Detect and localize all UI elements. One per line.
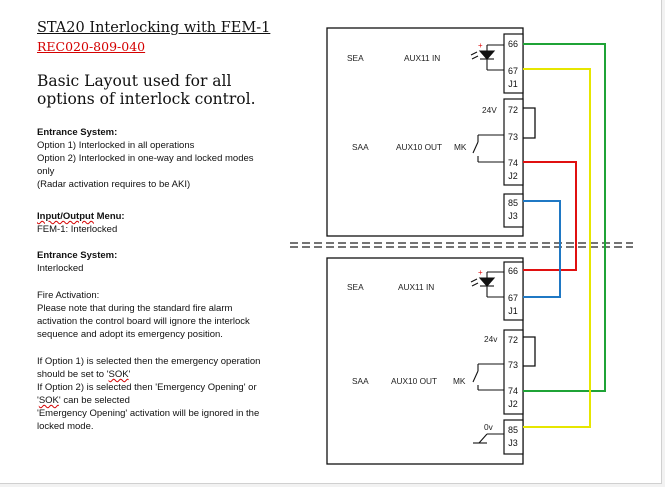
top-connector-j2	[503, 98, 524, 186]
bottom-connector-j1	[503, 261, 524, 321]
intro-text: Basic Layout used for all options of int…	[37, 72, 256, 108]
sok-post-2: ' can be selected	[58, 395, 130, 406]
top-saa-label: SAA	[352, 142, 369, 152]
option-1-emergency: If Option 1) is selected then the emerge…	[37, 356, 261, 367]
bottom-connector-j2	[503, 329, 524, 415]
sok-pre: should be set to '	[37, 369, 109, 380]
top-pin-67: 67	[508, 66, 518, 76]
top-j3-label: J3	[508, 211, 518, 221]
top-pin-74: 74	[508, 158, 518, 168]
radar-note: (Radar activation requires to be AKI)	[37, 179, 191, 190]
fire-line-2: activation the control board will ignore…	[37, 316, 250, 327]
bottom-link-72-73	[523, 336, 536, 367]
top-led-plus-icon: +	[478, 41, 483, 50]
sok-word-2: SOK	[38, 395, 59, 406]
wire-blue-85-67	[523, 200, 561, 298]
bottom-aux-in-label: AUX11 IN	[398, 282, 434, 292]
bottom-j3-label: J3	[508, 438, 518, 448]
page-title: STA20 Interlocking with FEM-1	[37, 20, 271, 36]
bottom-saa-label: SAA	[352, 376, 369, 386]
bottom-pin-74: 74	[508, 386, 518, 396]
top-j2-label: J2	[508, 171, 518, 181]
fire-heading: Fire Activation:	[37, 290, 100, 301]
sok-post: '	[128, 369, 131, 380]
top-link-72-73	[523, 107, 536, 139]
bottom-24v-label: 24v	[484, 334, 498, 344]
bottom-mk-switch-icon	[472, 363, 504, 391]
fem-setting: FEM-1: Interlocked	[37, 224, 118, 235]
wire-yellow-67-85	[523, 68, 591, 428]
io-menu-heading-word: Input/Output	[37, 211, 94, 222]
top-pin-66: 66	[508, 39, 518, 49]
bottom-aux-out-label: AUX10 OUT	[391, 376, 437, 386]
bottom-ground-switch-icon	[473, 433, 504, 444]
bottom-pin-73: 73	[508, 360, 518, 370]
bottom-pin-72: 72	[508, 335, 518, 345]
bottom-pin-85: 85	[508, 425, 518, 435]
option-1-emergency-cont: should be set to 'SOK'	[37, 368, 130, 381]
option-2-emergency: If Option 2) is selected then 'Emergency…	[37, 382, 257, 393]
emergency-opening-note-cont: locked mode.	[37, 421, 94, 432]
bottom-pin-66: 66	[508, 266, 518, 276]
bottom-0v-label: 0v	[484, 422, 494, 432]
document-reference: REC020-809-040	[37, 39, 146, 54]
top-pin-72: 72	[508, 105, 518, 115]
sok-pre-2: '	[37, 395, 39, 406]
top-sea-label: SEA	[347, 53, 364, 63]
top-aux-in-label: AUX11 IN	[404, 53, 440, 63]
fire-line-1: Please note that during the standard fir…	[37, 303, 233, 314]
interlocked-value: Interlocked	[37, 263, 84, 274]
bottom-led-input-icon	[470, 271, 504, 298]
option-1-text: Option 1) Interlocked in all operations	[37, 140, 195, 151]
bottom-sea-label: SEA	[347, 282, 364, 292]
top-connector-j3	[503, 193, 524, 228]
sok-word: SOK	[108, 369, 129, 380]
bottom-led-plus-icon: +	[478, 268, 483, 277]
wire-red-74-66	[523, 161, 577, 271]
entrance-heading-2: Entrance System:	[37, 250, 118, 261]
emergency-opening-note: 'Emergency Opening' activation will be i…	[37, 408, 260, 419]
io-menu-heading: Input/Output Menu:	[37, 210, 125, 223]
bottom-connector-j3	[503, 419, 524, 455]
top-pin-73: 73	[508, 132, 518, 142]
unit-separator	[290, 242, 633, 248]
top-pin-85: 85	[508, 198, 518, 208]
io-menu-heading-rest: Menu:	[93, 211, 125, 222]
top-mk-label: MK	[454, 142, 467, 152]
bottom-mk-label: MK	[453, 376, 466, 386]
top-connector-j1	[503, 33, 524, 94]
option-2-emergency-cont: 'SOK' can be selected	[37, 394, 130, 407]
fire-line-3: sequence and adopt its emergency positio…	[37, 329, 223, 340]
wire-green-66-74	[523, 43, 606, 392]
entrance-heading: Entrance System:	[37, 127, 118, 138]
top-led-input-icon	[470, 44, 504, 71]
top-24v-label: 24V	[482, 105, 497, 115]
top-j1-label: J1	[508, 79, 518, 89]
bottom-j1-label: J1	[508, 306, 518, 316]
option-2-text-cont: only	[37, 166, 55, 177]
top-aux-out-label: AUX10 OUT	[396, 142, 442, 152]
bottom-j2-label: J2	[508, 399, 518, 409]
top-mk-switch-icon	[472, 134, 504, 163]
bottom-pin-67: 67	[508, 293, 518, 303]
option-2-text: Option 2) Interlocked in one-way and loc…	[37, 153, 254, 164]
